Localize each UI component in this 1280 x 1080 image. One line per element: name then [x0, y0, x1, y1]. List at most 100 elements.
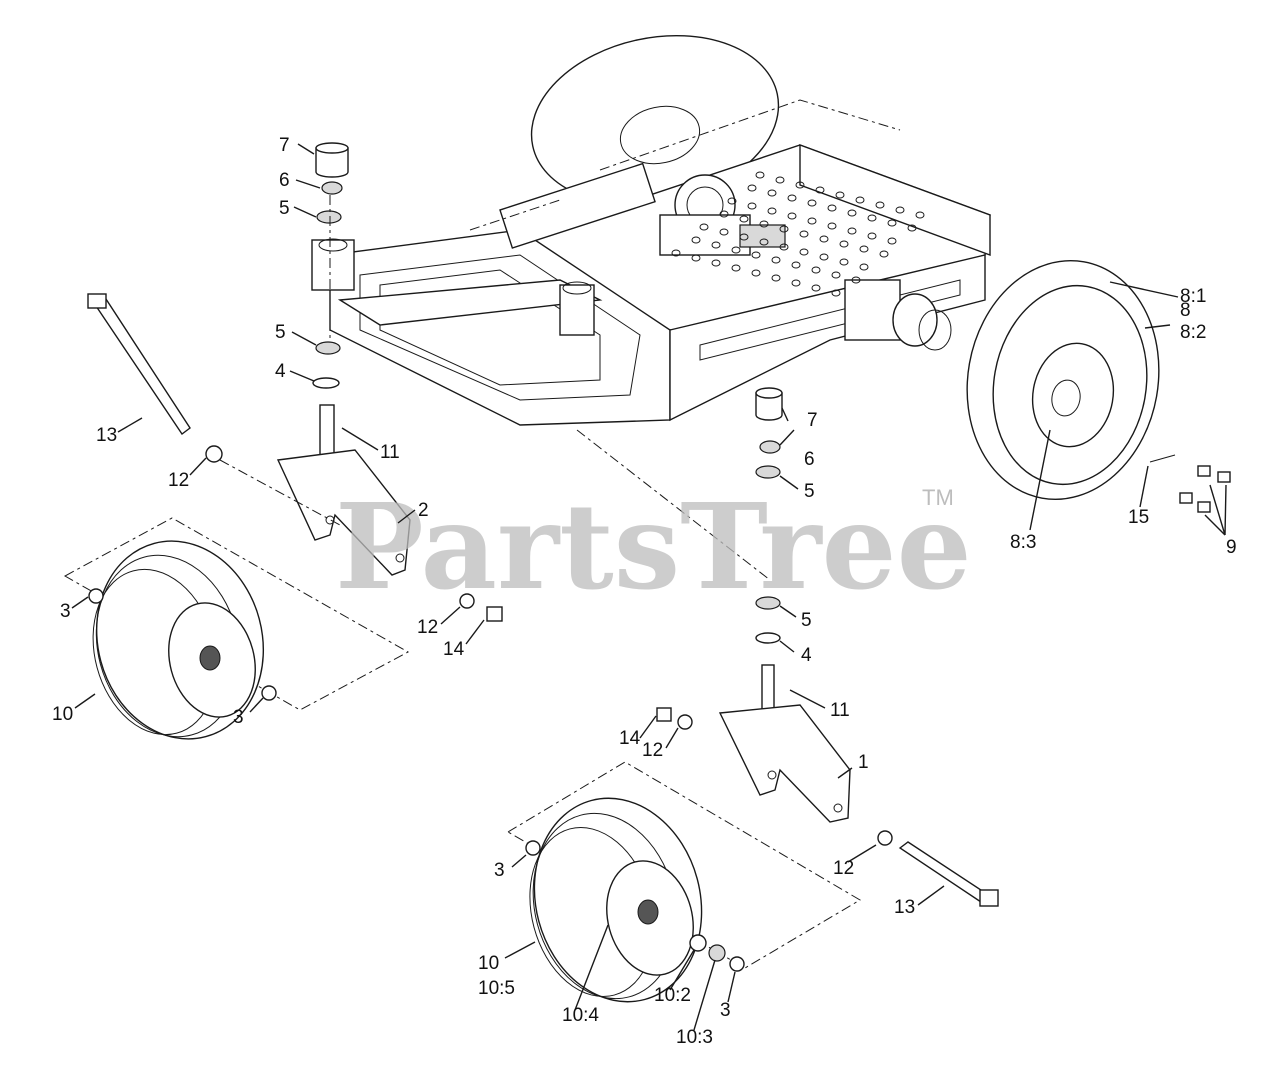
left-caster-fork — [276, 404, 411, 576]
callout-8-3: 8:3 — [1010, 532, 1036, 553]
left-front-wheel — [63, 517, 410, 740]
callout-12: 12 — [833, 858, 854, 879]
deck-hole — [779, 225, 789, 233]
deck-holes — [671, 171, 925, 297]
deck-hole — [811, 266, 821, 274]
callout-15: 15 — [1128, 507, 1149, 528]
right-washer-12b — [877, 830, 893, 846]
rear-tire-right — [966, 259, 1160, 501]
callout-5: 5 — [804, 481, 815, 502]
callout-9: 9 — [1226, 537, 1237, 558]
deck-hole — [879, 250, 889, 258]
right-washer-12 — [677, 714, 693, 730]
callout-3: 3 — [233, 707, 244, 728]
left-washer-12 — [205, 445, 223, 463]
deck-hole — [795, 181, 805, 189]
callout-13: 13 — [894, 897, 915, 918]
deck-hole — [839, 258, 849, 266]
callout-2: 2 — [418, 500, 429, 521]
callout-5: 5 — [801, 610, 812, 631]
deck-hole — [759, 220, 769, 228]
deck-hole — [887, 219, 897, 227]
right-caster-fork — [718, 664, 851, 823]
deck-hole — [867, 232, 877, 240]
leader-lines — [71, 143, 1227, 1031]
callout-8-2: 8:2 — [1180, 322, 1206, 343]
right-caster-stack — [576, 387, 783, 644]
callout-3: 3 — [720, 1000, 731, 1021]
deck-hole — [731, 264, 741, 272]
watermark-text: PartsTree — [335, 477, 972, 616]
callout-13: 13 — [96, 425, 117, 446]
lug-nuts — [1149, 454, 1231, 513]
deck-hole — [819, 235, 829, 243]
deck-hole — [771, 256, 781, 264]
deck-hole — [767, 207, 777, 215]
callout-3: 3 — [60, 601, 71, 622]
deck-hole — [807, 217, 817, 225]
left-caster-stack — [312, 142, 349, 389]
callout-6: 6 — [279, 170, 290, 191]
deck-hole — [827, 222, 837, 230]
left-washer-12b — [459, 593, 475, 609]
callout-12: 12 — [417, 617, 438, 638]
callout-4: 4 — [275, 361, 286, 382]
deck-hole — [791, 279, 801, 287]
callout-14: 14 — [443, 639, 465, 660]
deck-hole — [747, 202, 757, 210]
deck-hole — [775, 176, 785, 184]
callout-7: 7 — [807, 410, 818, 431]
right-nut-14 — [656, 707, 672, 722]
deck-hole — [719, 210, 729, 218]
callout-5: 5 — [275, 322, 286, 343]
deck-hole — [711, 259, 721, 267]
callout-11: 11 — [830, 700, 850, 721]
deck-hole — [915, 211, 925, 219]
right-axle-bolt — [898, 841, 999, 907]
deck-hole — [759, 238, 769, 246]
deck-hole — [847, 227, 857, 235]
left-axle-bolt — [87, 293, 191, 436]
callout-3: 3 — [494, 860, 505, 881]
deck-hole — [807, 199, 817, 207]
callout-14: 14 — [619, 728, 641, 749]
callout-12: 12 — [642, 740, 663, 761]
callout-8: 8 — [1180, 300, 1191, 321]
watermark-trademark: TM — [922, 485, 954, 510]
callout-5: 5 — [279, 198, 290, 219]
deck-hole — [739, 215, 749, 223]
deck-hole — [895, 206, 905, 214]
callout-10-4: 10:4 — [562, 1005, 599, 1026]
deck-hole — [739, 233, 749, 241]
deck-hole — [799, 230, 809, 238]
deck-hole — [751, 269, 761, 277]
deck-hole — [731, 246, 741, 254]
deck-hole — [855, 196, 865, 204]
deck-hole — [779, 243, 789, 251]
main-frame — [311, 99, 991, 426]
deck-hole — [747, 184, 757, 192]
callout-labels: 7 6 5 5 4 13 11 12 2 3 3 10 12 14 7 6 5 … — [52, 135, 1237, 1048]
deck-hole — [831, 289, 841, 297]
deck-hole — [771, 274, 781, 282]
right-front-wheel — [507, 761, 861, 1003]
rear-tire-back — [530, 34, 780, 206]
deck-hole — [699, 223, 709, 231]
callout-10: 10 — [52, 704, 73, 725]
deck-hole — [851, 276, 861, 284]
deck-hole — [767, 189, 777, 197]
deck-hole — [859, 245, 869, 253]
callout-8-1: 8:1 — [1180, 286, 1206, 307]
deck-hole — [791, 261, 801, 269]
deck-hole — [819, 253, 829, 261]
left-nut-14 — [486, 606, 503, 622]
deck-hole — [691, 236, 701, 244]
callout-6: 6 — [804, 449, 815, 470]
deck-hole — [907, 224, 917, 232]
deck-hole — [859, 263, 869, 271]
callout-1: 1 — [858, 752, 869, 773]
deck-hole — [839, 240, 849, 248]
deck-hole — [867, 214, 877, 222]
deck-hole — [847, 209, 857, 217]
